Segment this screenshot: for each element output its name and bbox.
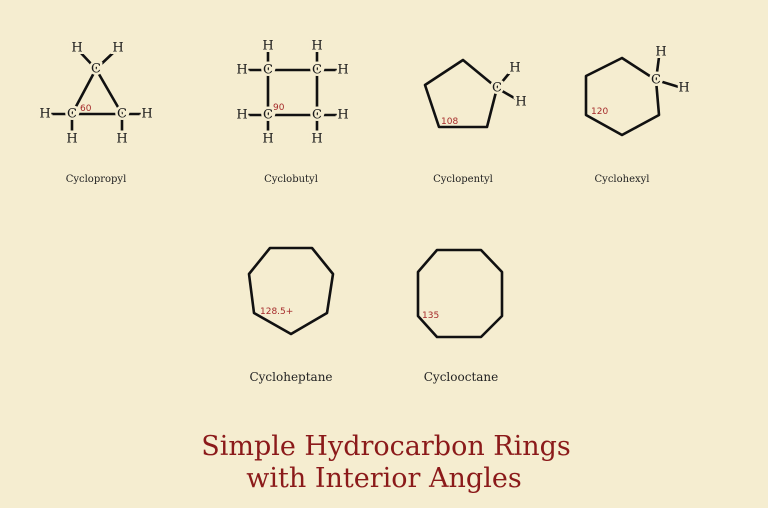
cyclooctane-ring	[416, 248, 504, 339]
molecule-name: Cyclooctane	[424, 370, 499, 384]
angle-label: 135	[422, 311, 439, 321]
cyclobutyl-bonds	[243, 47, 342, 138]
cycloheptane-ring	[247, 246, 335, 336]
cyclooctane-structure: 135 Cyclooctane	[416, 248, 504, 384]
hydrogen-atom: H	[262, 132, 273, 147]
hydrogen-atom: H	[116, 132, 127, 147]
hydrogen-atom: H	[655, 45, 666, 60]
hydrogen-atom: H	[509, 61, 520, 76]
hydrogen-atom: H	[311, 39, 322, 54]
cyclohexyl-bonds	[584, 55, 681, 137]
cyclopropyl-structure: C C C H H H H H H 60 Cyclopropyl	[37, 38, 155, 185]
hydrogen-atom: H	[337, 63, 348, 78]
molecule-name: Cyclohexyl	[595, 174, 650, 185]
carbon-atom: C	[492, 81, 502, 96]
hydrogen-atom: H	[236, 63, 247, 78]
carbon-atom: C	[312, 63, 322, 78]
cyclohexyl-structure: C H H 120 Cyclohexyl	[584, 42, 692, 185]
cyclobutyl-structure: C C C C H H H H H H H H 90 Cyclobutyl	[234, 36, 351, 185]
carbon-atom: C	[263, 108, 273, 123]
angle-label: 120	[591, 107, 608, 117]
molecule-name: Cyclobutyl	[264, 174, 318, 185]
cyclopentyl-structure: C H H 108 Cyclopentyl	[423, 58, 529, 185]
molecule-name: Cycloheptane	[249, 370, 332, 384]
angle-label: 90	[273, 103, 285, 113]
hydrogen-atom: H	[112, 41, 123, 56]
diagram-title-line2: with Interior Angles	[246, 463, 521, 494]
diagram-title-line1: Simple Hydrocarbon Rings	[201, 431, 571, 462]
carbon-atom: C	[651, 73, 661, 88]
angle-label: 128.5+	[260, 307, 293, 317]
molecule-name: Cyclopropyl	[66, 174, 127, 185]
hydrogen-atom: H	[236, 108, 247, 123]
carbon-atom: C	[117, 107, 127, 122]
carbon-atom: C	[91, 62, 101, 77]
hydrogen-atom: H	[141, 107, 152, 122]
cyclopropyl-bonds	[46, 50, 146, 138]
hydrogen-atom: H	[262, 39, 273, 54]
angle-label: 108	[441, 117, 458, 127]
hydrogen-atom: H	[515, 95, 526, 110]
carbon-atom: C	[263, 63, 273, 78]
hydrogen-atom: H	[39, 107, 50, 122]
carbon-atom: C	[67, 107, 77, 122]
molecule-name: Cyclopentyl	[433, 174, 493, 185]
cyclopentyl-bonds	[423, 58, 518, 129]
hydrogen-atom: H	[678, 81, 689, 96]
cycloheptane-structure: 128.5+ Cycloheptane	[247, 246, 335, 384]
hydrogen-atom: H	[66, 132, 77, 147]
carbon-atom: C	[312, 108, 322, 123]
hydrogen-atom: H	[337, 108, 348, 123]
angle-label: 60	[80, 104, 92, 114]
hydrogen-atom: H	[71, 41, 82, 56]
hydrogen-atom: H	[311, 132, 322, 147]
